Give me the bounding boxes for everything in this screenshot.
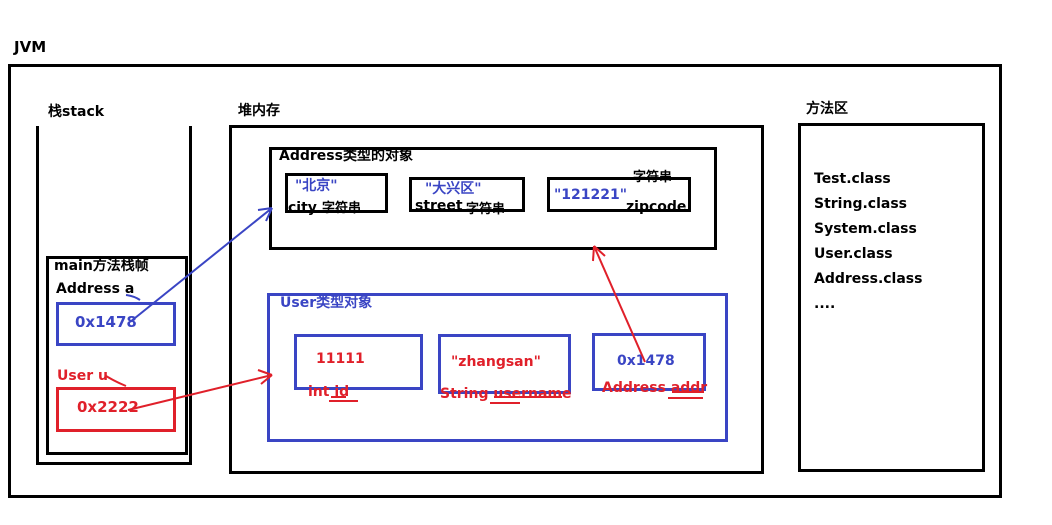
user-object-title: User类型对象 [280, 295, 373, 311]
var-u-slot [56, 387, 176, 432]
user-object [267, 293, 728, 442]
user-field-username [438, 334, 571, 394]
class-string: String.class [814, 196, 907, 212]
jvm-title: JVM [14, 38, 47, 56]
arrow-addr-to-address [592, 245, 646, 363]
underline-marks [329, 391, 704, 404]
id-value: 11111 [316, 351, 365, 367]
address-field-city [285, 173, 388, 213]
zipcode-name: zipcode [626, 199, 687, 215]
class-system: System.class [814, 221, 917, 237]
addr-value: 0x1478 [617, 353, 675, 369]
class-ellipsis: .... [814, 296, 836, 312]
jvm-container [8, 64, 1002, 498]
zipcode-value: "121221" [554, 187, 628, 203]
street-type: 字符串 [466, 202, 506, 217]
stack-region [36, 126, 192, 465]
address-object [269, 147, 717, 250]
var-a-value: 0x1478 [75, 313, 137, 331]
var-a-slot [56, 302, 176, 346]
city-type: 字符串 [322, 201, 362, 216]
var-u-value: 0x2222 [77, 398, 139, 416]
user-field-addr [592, 333, 706, 391]
class-address: Address.class [814, 271, 923, 287]
method-area-title: 方法区 [806, 101, 848, 117]
main-stack-frame [46, 256, 188, 455]
user-field-id [294, 334, 423, 390]
city-name: city [288, 200, 317, 216]
heap-title: 堆内存 [238, 103, 280, 119]
stack-title: 栈stack [48, 104, 105, 120]
id-decl: int id [308, 384, 350, 400]
zipcode-type: 字符串 [633, 170, 673, 185]
var-a-label: Address a [56, 281, 135, 297]
heap-region [229, 125, 764, 474]
username-value: "zhangsan" [451, 354, 541, 370]
address-field-zipcode [547, 177, 691, 212]
class-test: Test.class [814, 171, 891, 187]
street-value: "大兴区" [425, 181, 482, 197]
city-value: "北京" [295, 178, 338, 194]
street-name: street [415, 198, 463, 214]
arrow-u-to-user [105, 369, 273, 411]
var-u-label: User u [57, 368, 108, 384]
class-user: User.class [814, 246, 893, 262]
arrow-a-to-address [125, 207, 273, 323]
method-area-region [798, 123, 985, 472]
address-field-street [409, 177, 525, 212]
address-object-title: Address类型的对象 [279, 148, 413, 164]
main-frame-title: main方法栈帧 [54, 258, 149, 274]
